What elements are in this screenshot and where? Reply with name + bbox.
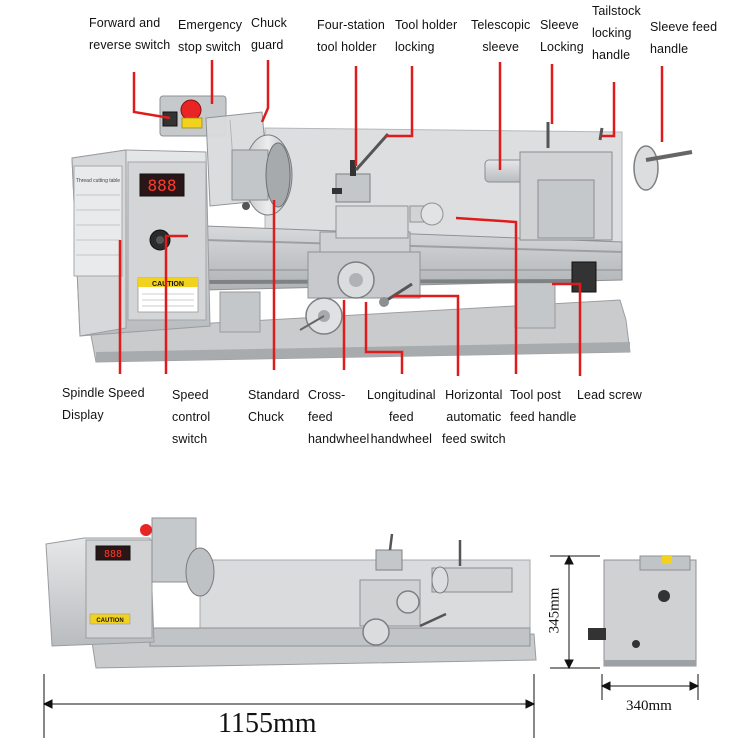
leader-speed-switch (164, 234, 188, 374)
side-view-lathe (588, 555, 697, 667)
label-forward-reverse-switch: Forward and reverse switch (89, 16, 171, 52)
chip-tray (89, 299, 631, 363)
svg-text:888: 888 (148, 176, 177, 195)
tailstock (484, 122, 693, 293)
label-four-station-tool-holder: Four-station tool holder (317, 18, 385, 54)
leader-longitudinal (364, 302, 404, 374)
leader-chuck-guard (260, 60, 270, 123)
front-caution-text: CAUTION (96, 618, 123, 624)
label-horizontal-automatic-feed-switch: Horizontal automatic feed switch (442, 388, 506, 446)
caution-label-text: CAUTION (152, 281, 184, 288)
leader-forward-reverse (132, 72, 171, 120)
forward-reverse-switch-body (162, 111, 178, 127)
dimension-lines (42, 554, 700, 738)
label-speed-control-switch: Speed control switch (172, 388, 211, 446)
dimension-height: 345mm (546, 587, 563, 634)
label-emergency-stop-switch: Emergency stop switch (178, 18, 243, 54)
front-view-lathe: 888 CAUTION (45, 517, 537, 669)
dimension-width: 340mm (626, 698, 672, 714)
caution-label (138, 278, 198, 287)
leader-tool-post-feed (455, 216, 518, 374)
leader-lead-screw (552, 282, 582, 376)
leader-lines (118, 60, 664, 376)
label-standard-chuck: Standard Chuck (248, 388, 300, 424)
thread-table-title: Thread cutting table (76, 178, 120, 184)
label-tool-holder-locking: Tool holder locking (395, 18, 458, 54)
label-longitudinal-feed-handwheel: Longitudinal feed handwheel (367, 388, 436, 446)
label-tailstock-locking-handle: Tailstock locking handle (592, 4, 641, 62)
leader-horizontal-feed (394, 294, 460, 376)
carriage (299, 133, 444, 335)
label-cross-feed-handwheel: Cross- feed handwheel (308, 388, 370, 446)
leader-tool-holder-locking (385, 66, 414, 138)
label-telescopic-sleeve: Telescopic sleeve (471, 18, 531, 54)
label-lead-screw: Lead screw (577, 388, 642, 402)
label-chuck-guard: Chuck guard (251, 16, 287, 52)
dimension-length: 1155mm (218, 708, 317, 739)
label-sleeve-feed-handle: Sleeve feed handle (650, 20, 718, 56)
label-sleeve-locking: Sleeve Locking (540, 18, 584, 54)
headstock-body: Thread cutting table 888 CAUTION (71, 149, 211, 337)
spindle-speed-readout (139, 173, 185, 197)
emergency-stop-button (180, 99, 202, 121)
leader-tailstock-locking (601, 82, 616, 138)
svg-text:888: 888 (104, 549, 122, 560)
label-tool-post-feed-handle: Tool post feed handle (510, 388, 577, 424)
chuck-shape (231, 134, 293, 216)
label-spindle-speed-display: Spindle Speed Display (62, 386, 145, 422)
